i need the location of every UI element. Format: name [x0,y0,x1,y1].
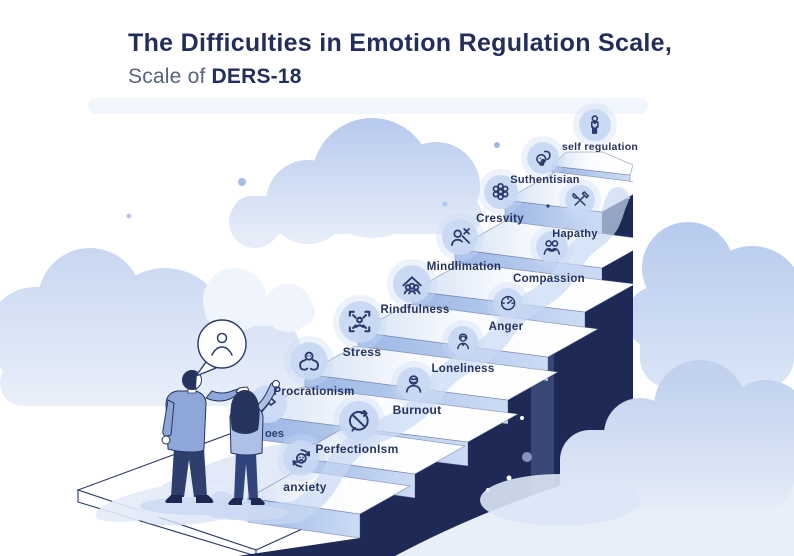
clouds-foreground [395,360,794,556]
title-block: The Difficulties in Emotion Regulation S… [128,28,672,89]
cloud-band [88,98,648,114]
group-shelter-icon [393,265,431,303]
crossed-circle-icon [339,401,379,441]
person-slash-icon [442,219,478,255]
step-label-suthentisian: Suthentisian [510,174,580,186]
lonely-person-icon [448,326,478,356]
step-label-anger: Anger [488,321,524,333]
crossed-tools-icon [565,185,595,215]
step-label-anxiety: anxiety [283,480,327,494]
flower-icon [484,175,518,209]
page-title: The Difficulties in Emotion Regulation S… [128,29,673,57]
fragment-label: oes [265,428,284,440]
path-ribbon [209,187,629,525]
hands-holding-face-icon [290,342,328,380]
embrace-icon [536,231,568,263]
person-icon [211,332,233,356]
face-chat-icon [527,142,559,174]
step-label-procrationism: Procrationism [273,386,355,398]
step-label-burnout: Burnout [392,403,442,417]
anxious-face-icon [283,440,319,476]
step-label-loneliness: Loneliness [431,363,495,375]
step-label-mindlimation: Mindlimation [426,261,502,273]
step-label-rindfulness: Rindfulness [380,304,450,316]
step-label-hapathy: Hapathy [552,228,598,240]
cloud-right [626,222,794,388]
gauge-icon [493,288,523,318]
subtitle-scale-name: DERS-18 [211,65,302,89]
step-label-perfectionism: PerfectionIsm [315,442,399,456]
speech-bubble [195,319,247,377]
page-subtitle: Scale of DERS-18 [128,65,672,89]
cloud-center [229,118,482,248]
step-tread-9 [551,151,633,176]
woman-figure [205,380,289,521]
step-label-self-regulation: self regulation [561,141,639,153]
step-label-compassion: Compassion [512,273,586,285]
step-label-cresvity: Cresvity [476,213,524,225]
tired-person-icon [397,367,431,401]
standing-person-icon [579,109,611,141]
compress-arrows-icon [339,301,381,343]
step-label-stress: Stress [342,345,382,359]
subtitle-prefix: Scale of [128,65,212,89]
cloud-left-small [203,268,315,332]
